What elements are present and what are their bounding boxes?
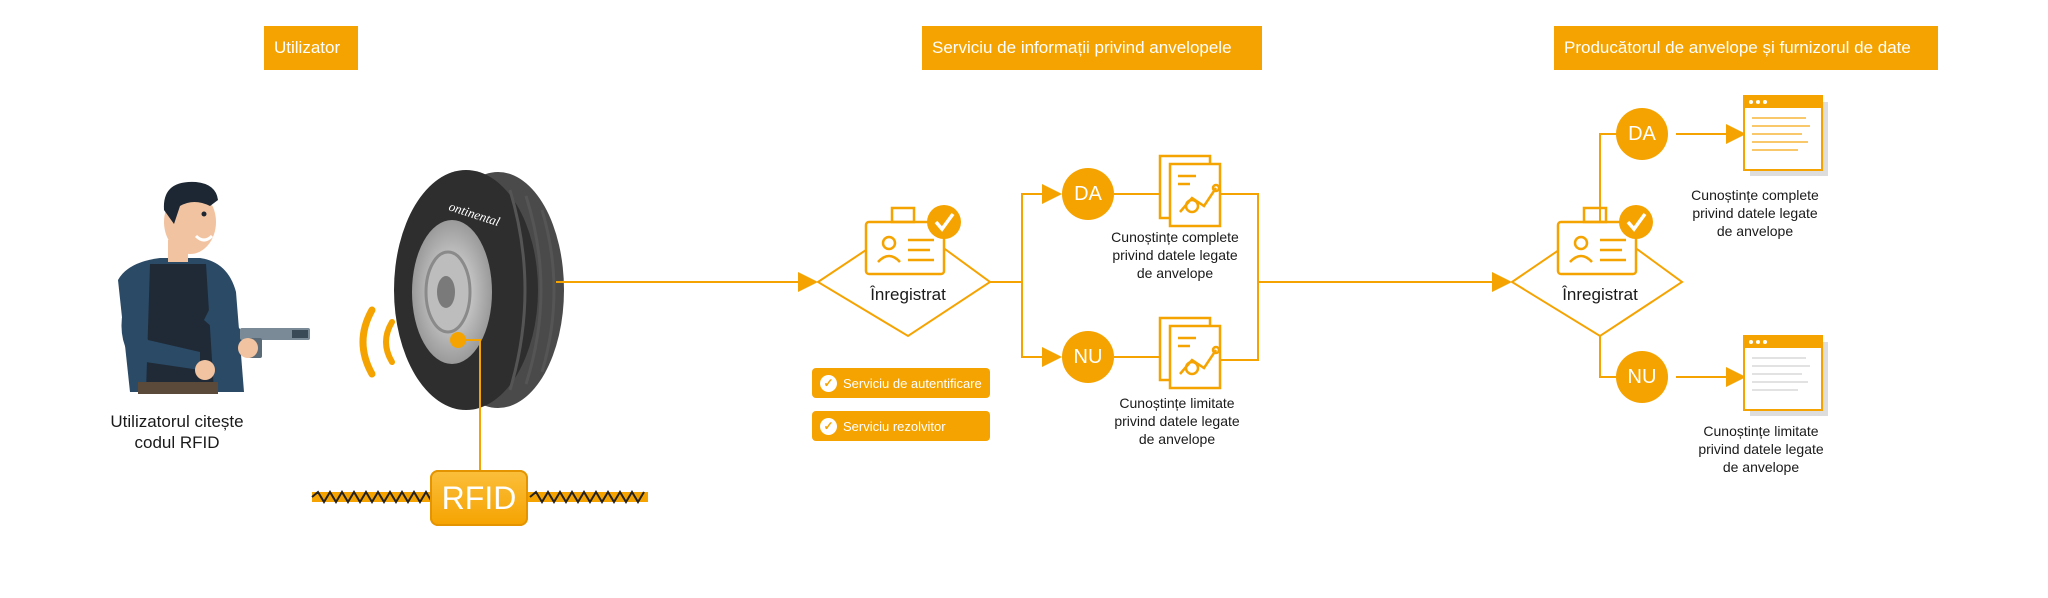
resolver-service-label: Serviciu rezolvitor — [843, 418, 946, 434]
auth-service-label: Serviciu de autentificare — [843, 375, 982, 391]
registered-label-manufacturer: Înregistrat — [1562, 285, 1638, 304]
browser-window-icon — [1743, 335, 1828, 416]
header-user: Utilizator — [264, 26, 358, 70]
no-circle-manufacturer: NU — [1616, 351, 1668, 403]
yes-circle-service: DA — [1062, 168, 1114, 220]
id-badge-icon — [1556, 206, 1638, 276]
complete-knowledge-caption-service: Cunoștințe complete privind datele legat… — [1111, 229, 1239, 281]
user-caption: Utilizatorul citește codul RFID — [110, 412, 244, 452]
header-tire-service: Serviciu de informații privind anvelopel… — [922, 26, 1262, 70]
id-badge-icon — [864, 206, 946, 276]
header-manufacturer: Producătorul de anvelope și furnizorul d… — [1554, 26, 1938, 70]
limited-knowledge-caption-manufacturer: Cunoștințe limitate privind datele legat… — [1698, 423, 1824, 475]
complete-knowledge-caption-manufacturer: Cunoștințe complete privind datele legat… — [1691, 187, 1819, 239]
yes-circle-manufacturer: DA — [1616, 108, 1668, 160]
registered-label-service: Înregistrat — [870, 285, 946, 304]
user-illustration — [118, 181, 248, 394]
browser-window-icon — [1743, 95, 1828, 176]
check-icon: ✓ — [820, 417, 837, 435]
document-chart-icon — [1158, 316, 1222, 390]
rfid-scanner-icon — [238, 328, 310, 358]
resolver-service-pill: ✓ Serviciu rezolvitor — [812, 411, 990, 441]
check-icon: ✓ — [820, 374, 837, 392]
auth-service-pill: ✓ Serviciu de autentificare — [812, 368, 990, 398]
tire-illustration: ontinental — [394, 170, 564, 410]
rfid-tag: RFID — [430, 470, 528, 526]
check-badge-icon — [1619, 205, 1653, 239]
no-circle-service: NU — [1062, 331, 1114, 383]
document-chart-icon — [1158, 154, 1222, 228]
limited-knowledge-caption-service: Cunoștințe limitate privind datele legat… — [1114, 395, 1240, 447]
check-badge-icon — [927, 205, 961, 239]
